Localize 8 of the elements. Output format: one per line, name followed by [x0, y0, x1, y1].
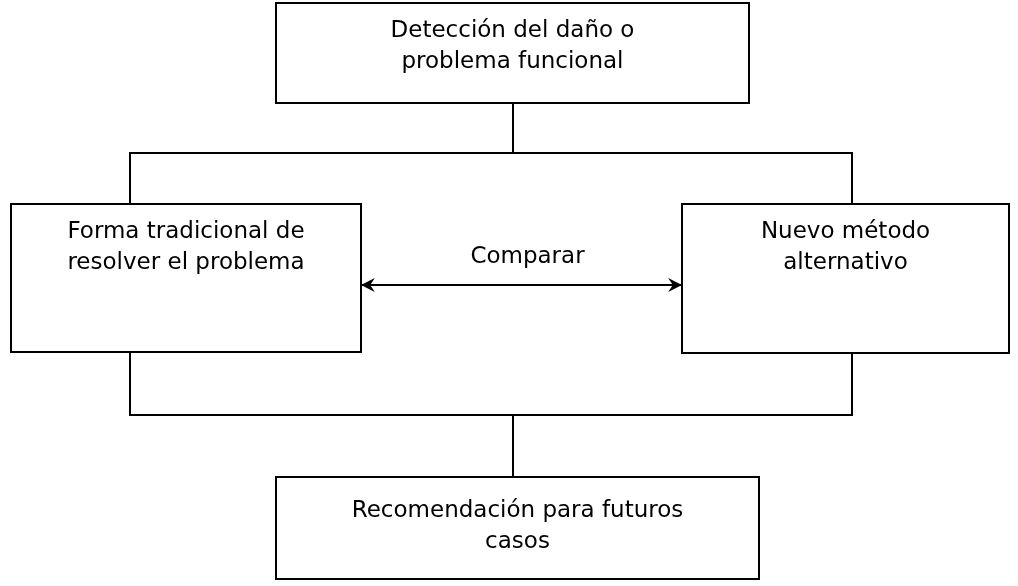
box-text: Nuevo método alternativo	[759, 216, 932, 276]
box-text: Recomendación para futuros casos	[350, 495, 685, 555]
process-box	[681, 203, 1010, 354]
box-text: Detección del daño o problema funcional	[389, 15, 636, 75]
process-box	[275, 476, 760, 580]
process-box	[10, 203, 362, 353]
box-text: Forma tradicional de resolver el problema	[66, 216, 306, 276]
process-box	[275, 2, 750, 104]
